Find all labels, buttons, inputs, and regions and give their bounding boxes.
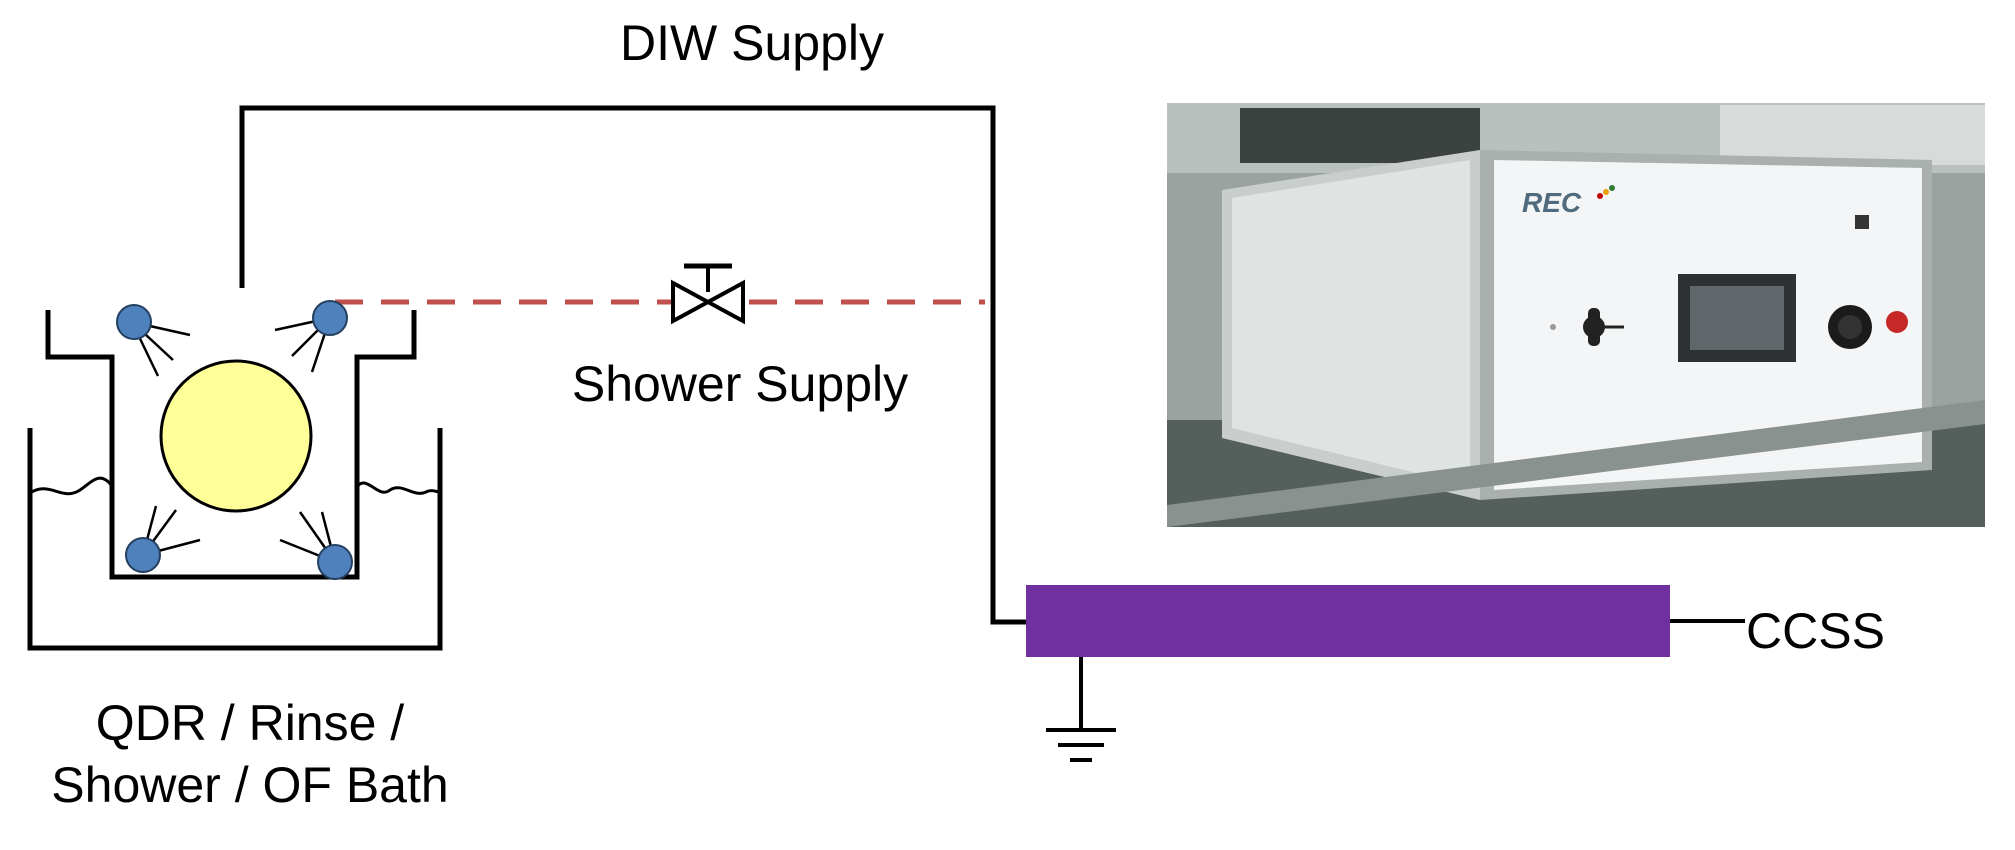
diw-supply-line — [239, 105, 1026, 625]
water-surface-right — [354, 481, 441, 495]
diw-supply-label: DIW Supply — [620, 15, 884, 71]
nozzles — [116, 300, 353, 580]
ccss-label: CCSS — [1746, 603, 1885, 659]
ccss-bar — [1026, 585, 1670, 657]
ground-icon — [1046, 657, 1116, 762]
nozzle-bottom-left — [125, 537, 161, 573]
device-indicator — [1886, 311, 1908, 333]
bath-label-line2: Shower / OF Bath — [51, 757, 448, 813]
inner-bath — [45, 310, 417, 580]
nozzle-top-right — [312, 300, 348, 336]
water-surface-left — [29, 476, 114, 496]
device-photo: REC — [1167, 103, 1985, 527]
shower-supply-label: Shower Supply — [572, 356, 908, 412]
bath-label-line1: QDR / Rinse / — [96, 695, 405, 751]
nozzle-top-left — [116, 304, 152, 340]
wafer — [159, 359, 313, 513]
nozzle-bottom-right — [317, 544, 353, 580]
outer-tank — [27, 428, 443, 651]
device-brand: REC — [1522, 187, 1582, 218]
valve-icon[interactable] — [671, 263, 745, 325]
